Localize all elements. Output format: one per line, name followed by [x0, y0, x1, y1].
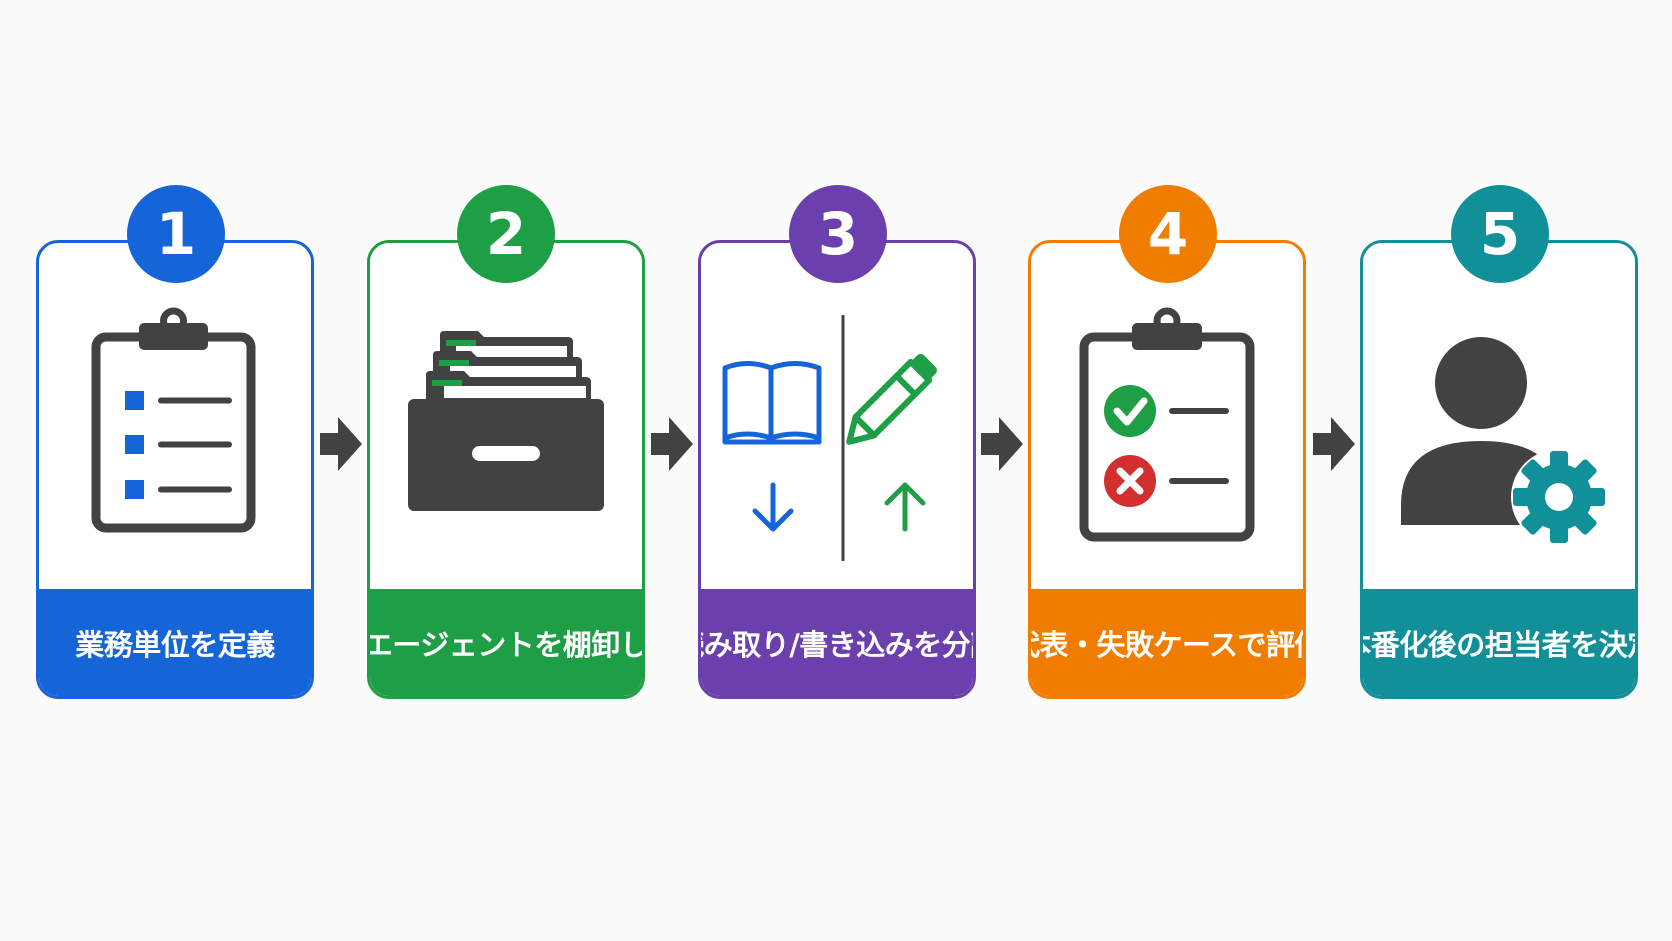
- step-5-icon-area: [1363, 243, 1635, 595]
- step-2-icon-area: [370, 243, 642, 595]
- step-3-number-badge: 3: [789, 185, 887, 283]
- step-card-4: 代表・失敗ケースで評価: [1028, 240, 1306, 699]
- step-1-number-badge: 1: [127, 185, 225, 283]
- clipboard-check-icon: [1079, 307, 1255, 542]
- step-1-icon-area: [39, 243, 311, 595]
- step-3-icon-area: [701, 243, 973, 595]
- arrow-right-icon: [981, 417, 1023, 471]
- step-card-2: エージェントを棚卸し: [367, 240, 645, 699]
- step-3-label: 読み取り/書き込みを分離: [701, 589, 973, 696]
- step-2-number-badge: 2: [457, 185, 555, 283]
- pencil-icon: [846, 354, 937, 445]
- arrow-right-icon: [651, 417, 693, 471]
- step-5-number-badge: 5: [1451, 185, 1549, 283]
- arrow-right-icon: [1313, 417, 1355, 471]
- open-book-icon: [722, 361, 822, 445]
- user-gear-icon: [1401, 337, 1607, 545]
- file-drawer-icon: [408, 331, 604, 511]
- clipboard-list-icon: [91, 307, 256, 533]
- step-4-label: 代表・失敗ケースで評価: [1031, 589, 1303, 696]
- gear-icon: [1511, 449, 1607, 545]
- step-1-label: 業務単位を定義: [39, 589, 311, 696]
- step-card-5: 本番化後の担当者を決定: [1360, 240, 1638, 699]
- arrow-up-icon: [884, 482, 926, 532]
- step-4-icon-area: [1031, 243, 1303, 595]
- arrow-right-icon: [320, 417, 362, 471]
- arrow-down-icon: [752, 482, 794, 532]
- step-2-label: エージェントを棚卸し: [370, 589, 642, 696]
- step-card-1: 業務単位を定義: [36, 240, 314, 699]
- step-4-number-badge: 4: [1119, 185, 1217, 283]
- step-card-3: 読み取り/書き込みを分離: [698, 240, 976, 699]
- step-5-label: 本番化後の担当者を決定: [1363, 589, 1635, 696]
- read-write-split-icon: [722, 315, 937, 561]
